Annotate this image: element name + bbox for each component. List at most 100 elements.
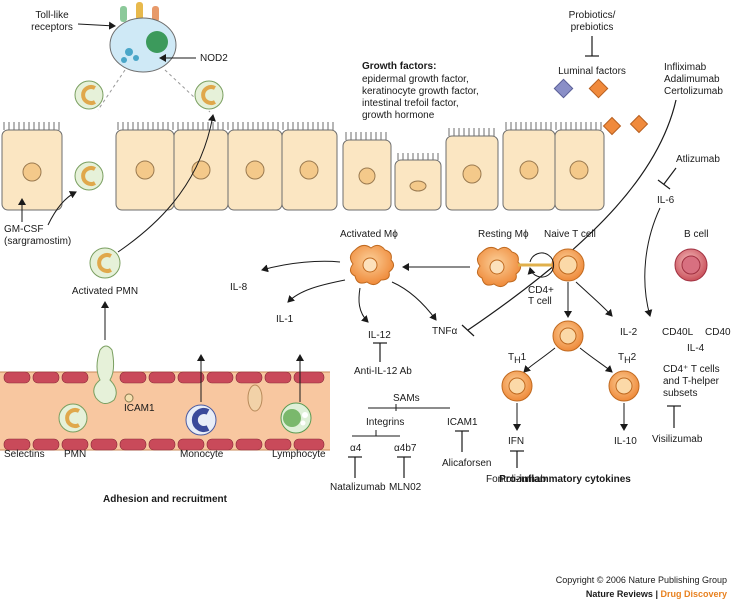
to-il1-arrow	[287, 279, 346, 303]
cd4-t-label-1: CD4+	[528, 285, 554, 296]
toll-like-label-2: receptors	[31, 22, 73, 33]
toll-like-receptor-green	[120, 6, 127, 22]
resting-macrophage-nucleus	[489, 259, 505, 275]
epithelial-nuclei	[22, 160, 589, 192]
to-il2-arrow	[575, 281, 613, 317]
naive-t-label: Naive T cell	[544, 229, 596, 240]
resting-mphi-label: Resting Mϕ	[478, 229, 529, 240]
toll-like-label-1: Toll-like	[35, 10, 69, 21]
pro-inflammatory-label: Pro-inflammatory cytokines	[499, 474, 631, 485]
dendritic-cell	[97, 2, 211, 113]
nod2-label: NOD2	[200, 53, 228, 64]
b-cell-nucleus	[681, 255, 701, 275]
il8-label: IL-8	[230, 282, 248, 293]
alicaforsen-label: Alicaforsen	[442, 458, 491, 469]
il2-label: IL-2	[620, 327, 638, 338]
pmn-label: PMN	[64, 449, 86, 460]
neutrophil-cells	[74, 80, 224, 279]
tnfa-label: TNFα	[432, 326, 457, 337]
icam1-bead	[124, 393, 134, 403]
il10-label: IL-10	[614, 436, 637, 447]
pmn-cell-in-epithelium	[74, 161, 104, 191]
vessel-platelet	[247, 384, 263, 412]
journal-name: Nature Reviews	[586, 589, 653, 599]
il12-label: IL-12	[368, 330, 391, 341]
growth-factor-3: intestinal trefoil factor,	[362, 98, 459, 109]
gmcsf-label-2: (sargramostim)	[4, 236, 71, 247]
infliximab-label: Infliximab	[664, 62, 707, 73]
anti-tnf-inhibit-line	[467, 99, 677, 331]
monocyte-label: Monocyte	[180, 449, 224, 460]
cd4-t-nucleus	[559, 327, 577, 345]
cd4-subsets-label-2: and T-helper	[663, 376, 720, 387]
journal-section: Drug Discovery	[660, 589, 727, 599]
a4b7-label: α4b7	[394, 443, 417, 454]
sams-label: SAMs	[393, 393, 420, 404]
b-cell-label: B cell	[684, 229, 708, 240]
probiotics-label-1: Probiotics/	[569, 10, 616, 21]
alicaforsen-inhibit	[455, 430, 469, 452]
probiotics-label-2: prebiotics	[571, 22, 614, 33]
pmn-to-lumen-arrow	[117, 114, 216, 253]
growth-factor-2: keratinocyte growth factor,	[362, 86, 479, 97]
growth-factors-title: Growth factors:	[362, 61, 436, 72]
fontolizumab-label: Fontolizumab	[486, 474, 546, 485]
icam1-vessel-label: ICAM1	[124, 403, 155, 414]
probiotics-inhibit	[585, 36, 599, 57]
th2-nucleus	[615, 377, 633, 395]
to-tnfa-arrow	[391, 281, 437, 321]
cd40-label: CD40	[705, 327, 731, 338]
to-il8-arrow	[261, 260, 341, 273]
th2-label: TH2	[618, 352, 637, 365]
tnf-diamond-2	[629, 114, 649, 134]
presentation-loop	[527, 252, 555, 278]
vessel-monocyte	[185, 404, 217, 436]
rbc-row-top	[3, 371, 325, 384]
adhesion-recruitment-label: Adhesion and recruitment	[103, 494, 228, 505]
luminal-factor-orange-diamond	[588, 78, 609, 99]
activated-pmn-label: Activated PMN	[72, 286, 138, 297]
cd40l-label: CD40L	[662, 327, 694, 338]
anti-tnf-inhibit-bar	[461, 324, 475, 337]
epithelium	[1, 122, 605, 211]
gmcsf-curve-arrow	[47, 191, 77, 226]
anti-il12-inhibit	[373, 342, 387, 362]
luminal-factor-blue-diamond	[553, 78, 574, 99]
visilizumab-label: Visilizumab	[652, 434, 703, 445]
cd4-subsets-label-1: CD4⁺ T cells	[663, 364, 720, 375]
luminal-factors-label: Luminal factors	[558, 66, 626, 77]
tnf-diamond-1	[602, 116, 622, 136]
lymphocyte-label: Lymphocyte	[272, 449, 326, 460]
naive-t-nucleus	[558, 255, 578, 275]
il4-label: IL-4	[687, 343, 705, 354]
growth-factor-1: epidermal growth factor,	[362, 74, 469, 85]
dendritic-nucleus	[146, 31, 168, 53]
mln02-inhibit	[397, 456, 411, 478]
mln02-label: MLN02	[389, 482, 422, 493]
vessel-lymphocyte	[280, 402, 312, 434]
natalizumab-label: Natalizumab	[330, 482, 386, 493]
th1-label: TH1	[508, 352, 527, 365]
pmn-cell-top-left	[74, 80, 104, 110]
atlizumab-label: Atlizumab	[676, 154, 720, 165]
rbc-row-bottom	[3, 438, 325, 451]
to-th2-arrow	[579, 347, 613, 373]
icam1-sam-label: ICAM1	[447, 417, 478, 428]
fontolizumab-inhibit	[510, 450, 524, 468]
gmcsf-label-1: GM-CSF	[4, 224, 43, 235]
il1-label: IL-1	[276, 314, 294, 325]
integrins-label: Integrins	[366, 417, 404, 428]
to-th1-arrow	[523, 347, 556, 373]
natalizumab-inhibit	[348, 456, 362, 478]
toll-like-receptor-yellow	[136, 2, 143, 20]
certolizumab-label: Certolizumab	[664, 86, 723, 97]
adalimumab-label: Adalimumab	[664, 74, 720, 85]
copyright-text: Copyright © 2006 Nature Publishing Group	[556, 575, 727, 585]
toll-like-arrow	[77, 21, 116, 30]
anti-il12-label: Anti-IL-12 Ab	[354, 366, 412, 377]
il6-arrow	[644, 207, 661, 317]
to-il12-arrow	[358, 287, 369, 323]
microvilli	[3, 122, 602, 160]
